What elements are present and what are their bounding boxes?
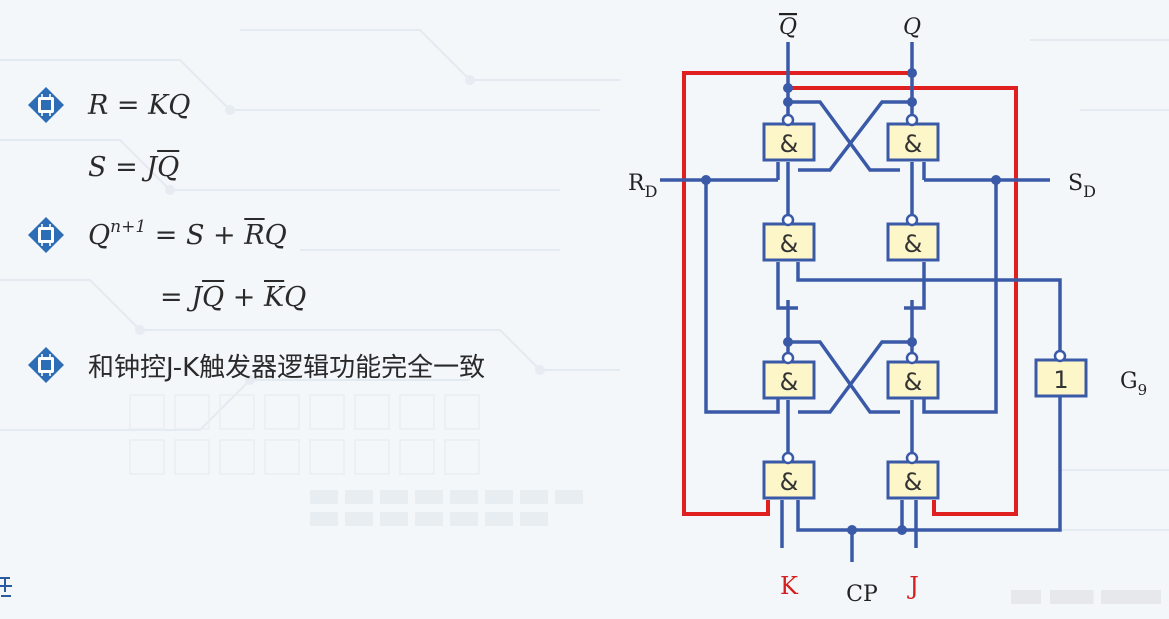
label-sd: SD: [1068, 171, 1096, 201]
label-k: K: [780, 572, 799, 600]
svg-text:&: &: [780, 368, 799, 396]
equation-s-eq-jqbar: S = JQ: [88, 152, 180, 183]
junction-dots: [701, 68, 1001, 535]
label-rd: RD: [628, 171, 657, 201]
conclusion-text: 和钟控J-K触发器逻辑功能完全一致: [88, 352, 486, 383]
svg-text:&: &: [904, 230, 923, 258]
label-qbar: Q: [779, 15, 797, 40]
chip-bullet-icon: [28, 217, 64, 253]
signal-labels: Q Q RD SD G9 K CP J: [628, 13, 1147, 607]
nand-gate-g4: &: [886, 213, 940, 262]
label-q: Q: [903, 15, 921, 40]
equation-row-3: Qn+1 = S + RQ: [26, 215, 287, 255]
logo-fragment-icon: [0, 572, 12, 602]
watermark: [1011, 590, 1161, 604]
nand-gate-g2: &: [886, 113, 940, 162]
equation-row-2: S = JQ: [88, 152, 179, 183]
svg-text:&: &: [780, 468, 799, 496]
not-gate-g9: 1: [1034, 349, 1088, 398]
label-j: J: [906, 572, 919, 600]
chip-bullet-icon: [28, 347, 64, 383]
label-cp: CP: [846, 582, 878, 607]
equation-row-4: = JQ + KQ: [160, 282, 306, 313]
equation-row-1: R = KQ: [26, 85, 190, 125]
svg-text:1: 1: [1053, 366, 1068, 394]
svg-text:&: &: [904, 130, 923, 158]
svg-text:&: &: [780, 130, 799, 158]
feedback-loops: [682, 71, 1018, 516]
gates: & & & & & & &: [762, 113, 1088, 500]
label-g9: G9: [1120, 369, 1147, 399]
svg-text:&: &: [780, 230, 799, 258]
chip-bullet-icon: [28, 87, 64, 123]
nand-gate-g7: &: [762, 451, 816, 500]
nand-gate-g1: &: [762, 113, 816, 162]
equation-r-eq-kq: R = KQ: [88, 89, 191, 121]
equation-characteristic: Qn+1 = S + RQ: [88, 216, 287, 251]
nand-gate-g8: &: [886, 451, 940, 500]
wiring: [660, 42, 1062, 562]
nand-gate-g3: &: [762, 213, 816, 262]
nand-gate-g6: &: [886, 351, 940, 400]
nand-gate-g5: &: [762, 351, 816, 400]
equation-jk-expanded: = JQ + KQ: [160, 282, 307, 313]
svg-text:&: &: [904, 368, 923, 396]
equation-row-5: 和钟控J-K触发器逻辑功能完全一致: [26, 345, 485, 385]
svg-text:&: &: [904, 468, 923, 496]
